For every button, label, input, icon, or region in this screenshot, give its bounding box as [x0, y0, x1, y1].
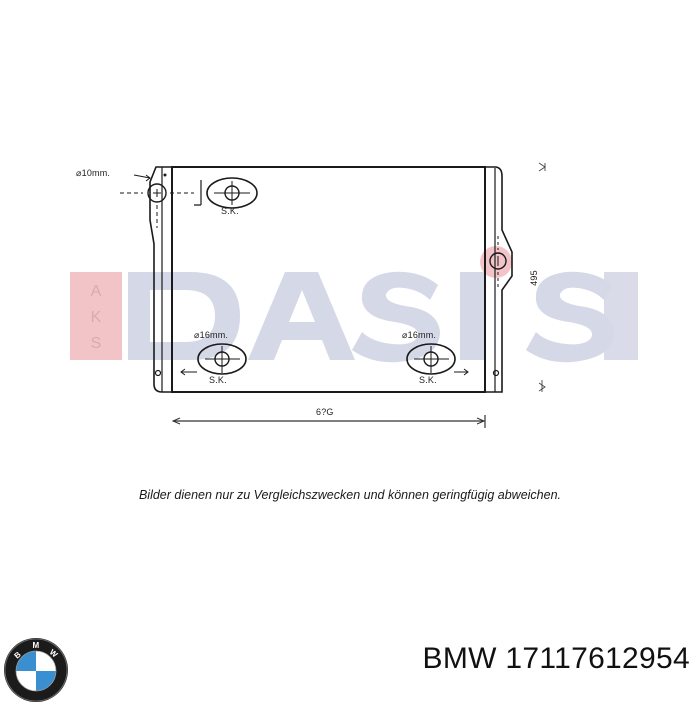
- svg-text:K: K: [91, 309, 102, 326]
- aks-dasis-watermark: A K S: [70, 246, 638, 363]
- part-title: BMW 17117612954: [422, 642, 690, 675]
- drawing-canvas: A K S: [70, 162, 638, 428]
- height-dimension-markers: [538, 162, 546, 392]
- svg-text:B: B: [13, 650, 23, 661]
- svg-text:A: A: [91, 283, 102, 300]
- top-sk-label: S.K.: [221, 206, 239, 216]
- bmw-logo: B M W: [3, 637, 69, 703]
- svg-text:M: M: [33, 641, 40, 650]
- top-left-mounting-hole: [120, 173, 194, 228]
- bottom-right-port: [406, 343, 469, 376]
- bottom-left-diameter-label: ⌀16mm.: [194, 330, 229, 340]
- svg-text:S: S: [91, 335, 102, 352]
- right-mounting-hole: [489, 236, 507, 290]
- bottom-left-sk-label: S.K.: [209, 375, 227, 385]
- bottom-left-small-hole: [154, 369, 162, 377]
- height-dimension-label: 495: [528, 270, 539, 286]
- top-left-hole-diameter-label: ⌀10mm.: [76, 168, 111, 178]
- width-dimension-label: 6?G: [316, 407, 334, 417]
- disclaimer-text: Bilder dienen nur zu Vergleichszwecken u…: [138, 488, 562, 502]
- radiator-outline: [149, 166, 513, 393]
- bottom-right-diameter-label: ⌀16mm.: [402, 330, 437, 340]
- bottom-right-sk-label: S.K.: [419, 375, 437, 385]
- radiator-technical-drawing: A K S: [70, 162, 638, 428]
- width-dimension-line: [171, 415, 486, 428]
- bottom-left-port: [180, 343, 247, 376]
- svg-text:W: W: [48, 648, 60, 660]
- bmw-logo-icon: B M W: [4, 638, 68, 702]
- bottom-right-small-hole: [492, 369, 500, 377]
- top-port: [194, 177, 258, 209]
